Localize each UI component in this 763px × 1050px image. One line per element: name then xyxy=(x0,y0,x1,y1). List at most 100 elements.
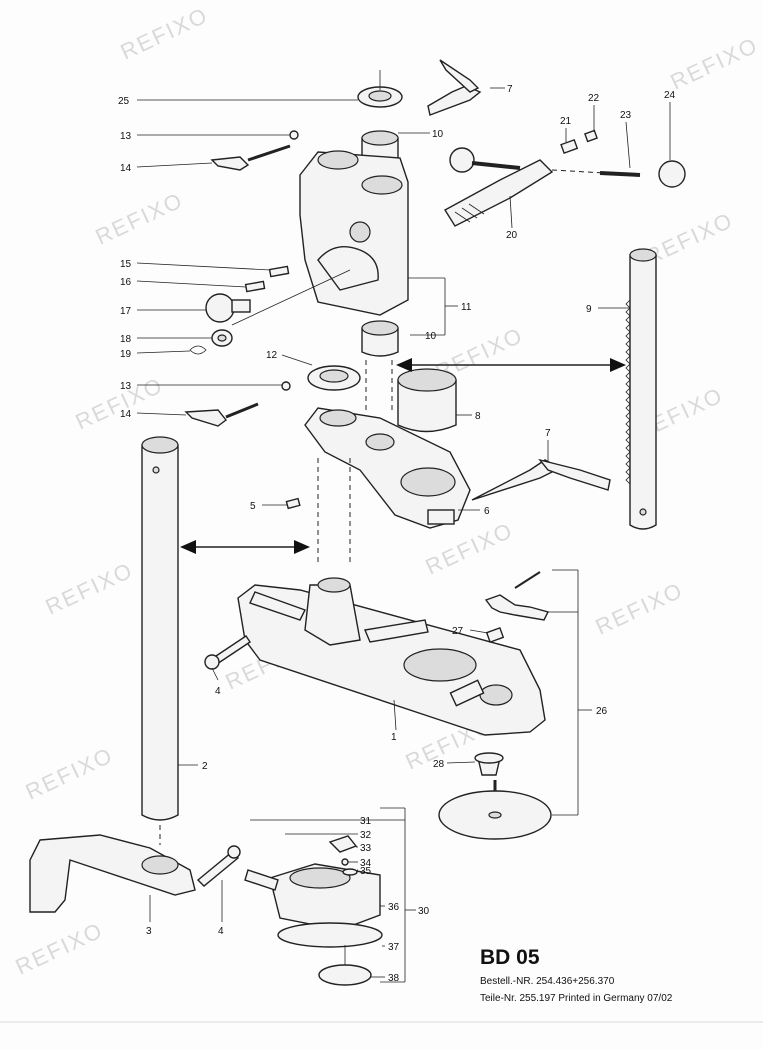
part-8-bushing-top xyxy=(397,368,457,392)
part-2-column-body xyxy=(141,444,179,821)
part-27-insert xyxy=(485,627,505,643)
part-17-knob xyxy=(205,293,235,323)
part-1-clamp-arm-left xyxy=(249,591,306,621)
label-14-lower: 14 xyxy=(120,409,132,420)
arrowhead-right xyxy=(610,358,626,372)
part-6-clamp-block xyxy=(427,509,455,525)
part-1-clamp-arm-right xyxy=(364,619,429,643)
leader-15 xyxy=(136,262,271,271)
part-26-clamp-group xyxy=(438,569,579,840)
label-22: 22 xyxy=(588,93,600,104)
part-38-disc xyxy=(318,964,372,986)
part-31-adapter-bore xyxy=(289,867,351,889)
part-2-column-top xyxy=(141,436,179,454)
label-23: 23 xyxy=(620,110,632,121)
label-4-upper: 4 xyxy=(215,686,221,697)
model-title: BD 05 xyxy=(480,946,540,969)
leader-23 xyxy=(625,121,631,169)
part-10-lower-sleeve-top xyxy=(361,320,399,336)
leader-19 xyxy=(136,350,191,354)
label-28: 28 xyxy=(433,759,445,770)
watermark-text: REFIXO xyxy=(592,577,688,639)
label-10-lower: 10 xyxy=(425,331,437,342)
part-13-lower-washer xyxy=(281,381,291,391)
label-32: 32 xyxy=(360,830,372,841)
watermark-text: REFIXO xyxy=(117,2,213,64)
leader-4a xyxy=(211,667,219,681)
label-13-lower: 13 xyxy=(120,381,132,392)
label-21: 21 xyxy=(560,116,572,127)
label-1: 1 xyxy=(391,732,397,743)
label-17: 17 xyxy=(120,306,132,317)
part-19-circlip xyxy=(189,345,207,355)
part-20-pinion-shaft xyxy=(444,159,554,227)
label-24: 24 xyxy=(664,90,676,101)
part-14-upper-screw xyxy=(247,144,291,162)
label-3: 3 xyxy=(146,926,152,937)
part-9-rack-column xyxy=(625,248,657,530)
part-24-ball-knob-right xyxy=(658,160,686,188)
label-19: 19 xyxy=(120,349,132,360)
order-number: Bestell.-NR. 254.436+256.370 xyxy=(480,976,615,987)
label-15: 15 xyxy=(120,259,132,270)
part-1-logo-badge xyxy=(449,679,485,707)
part-11-bore-left xyxy=(317,150,359,170)
part-11-shaft-hole xyxy=(349,221,371,243)
part-9-column-body xyxy=(629,254,657,530)
part-16-spring xyxy=(244,280,266,293)
part-23-rod-left xyxy=(471,161,521,170)
part-28-cone-top xyxy=(474,752,504,764)
watermark-text: REFIXO xyxy=(22,742,118,804)
knob-axis xyxy=(231,269,351,326)
label-26: 26 xyxy=(596,706,608,717)
part-4-lower-head xyxy=(227,845,241,859)
label-33: 33 xyxy=(360,843,372,854)
gear-tooth xyxy=(461,207,478,219)
title-block: BD 05 Bestell.-NR. 254.436+256.370 Teile… xyxy=(480,946,672,1010)
part-34-pin xyxy=(341,858,349,866)
part-13-upper-washer xyxy=(289,130,299,140)
part-26-clamp-lever xyxy=(484,594,550,621)
label-12: 12 xyxy=(266,350,278,361)
label-13-upper: 13 xyxy=(120,131,132,142)
part-6-bore-mid xyxy=(365,433,395,451)
part-9-column-top xyxy=(629,248,657,262)
part-8-bushing xyxy=(397,379,457,433)
label-20: 20 xyxy=(506,230,518,241)
label-6: 6 xyxy=(484,506,490,517)
label-5: 5 xyxy=(250,501,256,512)
part-22-pin xyxy=(584,129,598,143)
label-4-lower: 4 xyxy=(218,926,224,937)
leader-12 xyxy=(281,354,313,366)
label-30: 30 xyxy=(418,906,430,917)
arrowhead-left xyxy=(396,358,412,372)
part-30-adapter-group xyxy=(244,807,406,986)
leader-lines xyxy=(136,87,671,978)
part-6-bore-right xyxy=(400,467,456,497)
label-36: 36 xyxy=(388,902,400,913)
part-2-column xyxy=(141,436,179,845)
part-23-rod-right xyxy=(599,171,641,177)
part-17-knob-stem xyxy=(231,299,251,313)
part-5-setscrew xyxy=(285,497,301,510)
part-33-clip xyxy=(328,835,358,853)
upper-head-assembly xyxy=(184,59,686,562)
leader-20 xyxy=(509,195,513,229)
label-7-lower: 7 xyxy=(545,428,551,439)
label-35: 35 xyxy=(360,866,372,877)
label-38: 38 xyxy=(388,973,400,984)
label-14-upper: 14 xyxy=(120,163,132,174)
label-18: 18 xyxy=(120,334,132,345)
part-6-bracket xyxy=(304,407,471,529)
part-1-base-plate xyxy=(204,577,546,736)
part-14-upper-lever xyxy=(210,156,250,171)
part-37-gasket xyxy=(277,922,383,948)
leader-28 xyxy=(446,761,476,764)
part-1-small-hole xyxy=(479,684,513,706)
part-6-bore-left xyxy=(319,409,357,427)
part-14-lower-screw xyxy=(225,402,259,419)
part-9-pin-hole xyxy=(639,508,647,516)
part-15-pin xyxy=(268,265,290,278)
leader-16 xyxy=(136,280,247,288)
